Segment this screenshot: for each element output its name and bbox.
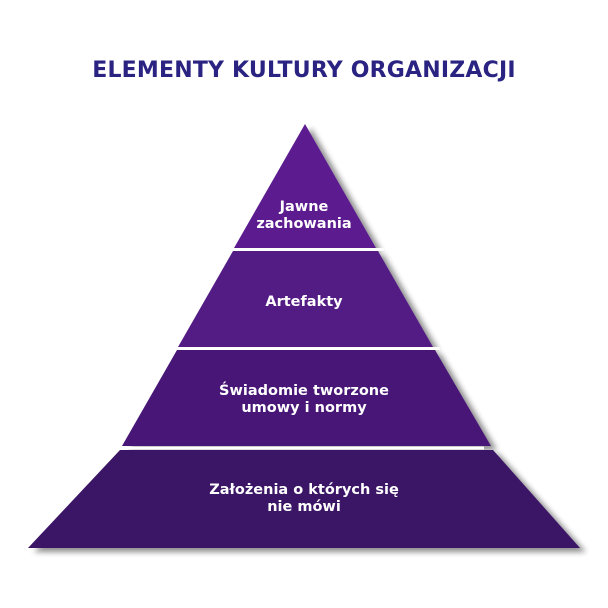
tier-2-line-1: Artefakty [265, 294, 343, 310]
tier-4-line-1: Założenia o których się [209, 482, 399, 498]
pyramid-tier-4 [28, 450, 580, 548]
tier-3-line-2: umowy i normy [241, 400, 367, 416]
tier-1-label: Jawne zachowania [0, 199, 608, 233]
tier-4-line-2: nie mówi [267, 499, 341, 515]
tier-1-line-2: zachowania [256, 216, 352, 232]
pyramid-tier-3 [122, 350, 491, 446]
tier-3-label: Świadomie tworzone umowy i normy [0, 383, 608, 417]
tier-1-line-1: Jawne [279, 199, 329, 215]
tier-2-label: Artefakty [0, 294, 608, 311]
diagram-title: ELEMENTY KULTURY ORGANIZACJI [92, 58, 516, 83]
tier-4-label: Założenia o których się nie mówi [0, 482, 608, 516]
pyramid-tier-2 [178, 251, 433, 347]
pyramid-tier-1 [234, 124, 376, 248]
tier-3-line-1: Świadomie tworzone [219, 383, 389, 399]
